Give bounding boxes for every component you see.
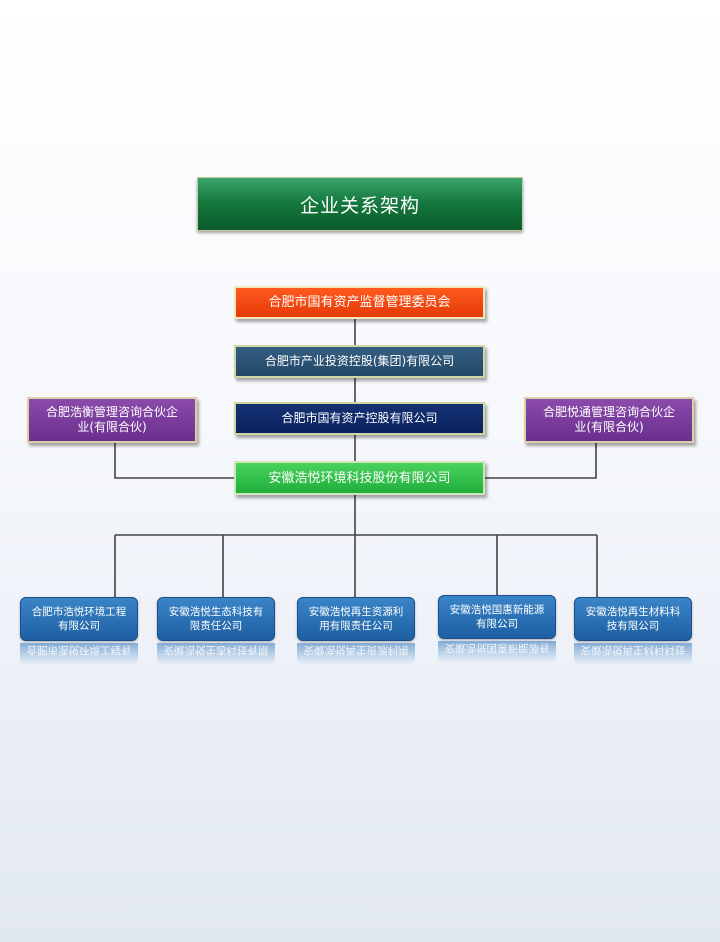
subsidiary-3-reflection-text: 安徽浩悦再生资源利用有限责任公司: [297, 643, 415, 665]
node-partner-right: 合肥悦通管理咨询合伙企业(有限合伙): [524, 397, 694, 443]
subsidiary-3-label: 安徽浩悦再生资源利用有限责任公司: [308, 606, 404, 632]
subsidiary-5-box: 安徽浩悦再生材料科技有限公司: [574, 597, 692, 641]
subsidiary-5-label: 安徽浩悦再生材料科技有限公司: [585, 606, 681, 632]
node-partner-left: 合肥浩衡管理咨询合伙企业(有限合伙): [27, 397, 197, 443]
chart-title-text: 企业关系架构: [299, 194, 420, 217]
node-state-holding-label: 合肥市国有资产控股有限公司: [281, 411, 438, 425]
subsidiary-3-box: 安徽浩悦再生资源利用有限责任公司: [297, 597, 415, 641]
subsidiary-4-label: 安徽浩悦国惠新能源有限公司: [449, 604, 545, 630]
subsidiary-1-reflection-text: 合肥市浩悦环境工程有限公司: [20, 643, 138, 665]
node-state-holding: 合肥市国有资产控股有限公司: [234, 402, 485, 435]
subsidiary-5-reflection: 安徽浩悦再生材料科技有限公司: [574, 643, 692, 665]
subsidiary-1-box: 合肥市浩悦环境工程有限公司: [20, 597, 138, 641]
node-main-company: 安徽浩悦环境科技股份有限公司: [234, 461, 485, 495]
node-industry-group-label: 合肥市产业投资控股(集团)有限公司: [264, 354, 455, 368]
chart-title: 企业关系架构: [197, 177, 523, 231]
subsidiary-2-label: 安徽浩悦生态科技有限责任公司: [168, 606, 264, 632]
node-sasac: 合肥市国有资产监督管理委员会: [234, 286, 485, 319]
node-partner-left-label: 合肥浩衡管理咨询合伙企业(有限合伙): [45, 405, 178, 434]
node-industry-group: 合肥市产业投资控股(集团)有限公司: [234, 345, 485, 378]
subsidiary-4-box: 安徽浩悦国惠新能源有限公司: [438, 595, 556, 639]
subsidiary-1-label: 合肥市浩悦环境工程有限公司: [31, 606, 127, 632]
subsidiary-5-reflection-text: 安徽浩悦再生材料科技有限公司: [574, 643, 692, 665]
subsidiary-2-box: 安徽浩悦生态科技有限责任公司: [157, 597, 275, 641]
node-sasac-label: 合肥市国有资产监督管理委员会: [268, 295, 451, 310]
subsidiary-4-reflection: 安徽浩悦国惠新能源有限公司: [438, 641, 556, 663]
node-partner-right-label: 合肥悦通管理咨询合伙企业(有限合伙): [542, 405, 675, 434]
subsidiary-3-reflection: 安徽浩悦再生资源利用有限责任公司: [297, 643, 415, 665]
subsidiary-2-reflection: 安徽浩悦生态科技有限责任公司: [157, 643, 275, 665]
node-main-company-label: 安徽浩悦环境科技股份有限公司: [268, 470, 451, 486]
subsidiary-4-reflection-text: 安徽浩悦国惠新能源有限公司: [438, 641, 556, 663]
subsidiary-2-reflection-text: 安徽浩悦生态科技有限责任公司: [157, 643, 275, 665]
subsidiary-1-reflection: 合肥市浩悦环境工程有限公司: [20, 643, 138, 665]
